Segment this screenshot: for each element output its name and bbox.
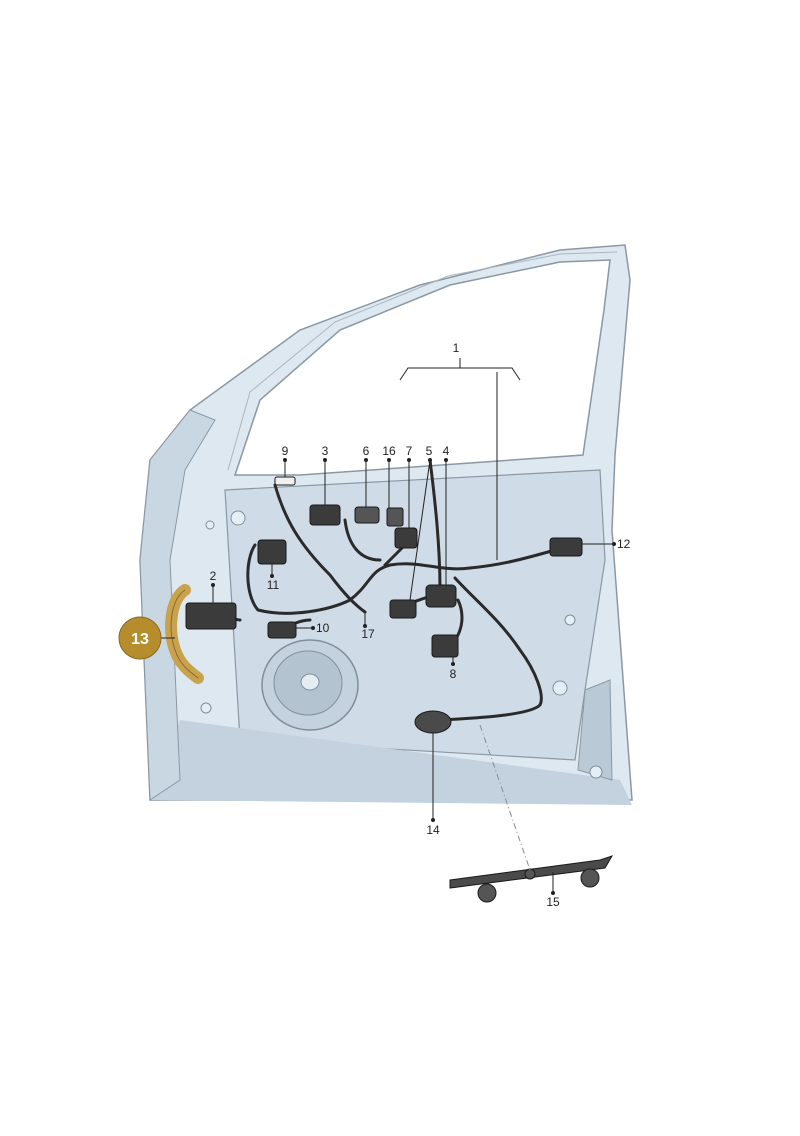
connector-16 (386, 507, 404, 527)
door-rear-recess (577, 679, 613, 781)
callout-10: 10 (316, 621, 330, 635)
leader-lines (158, 358, 614, 893)
part-13-badge: 13 (118, 616, 162, 660)
part-13-outline (170, 589, 199, 679)
callout-3: 3 (322, 444, 329, 458)
badge-13-label: 13 (131, 631, 149, 648)
window-frame-line (227, 251, 618, 471)
callout-1: 1 (453, 341, 460, 355)
grommet-14 (414, 710, 452, 734)
connector-9 (274, 476, 296, 486)
speaker (261, 639, 359, 731)
callout-6: 6 (363, 444, 370, 458)
part-15 (449, 855, 614, 903)
callout-7: 7 (406, 444, 413, 458)
connector-12 (549, 537, 583, 557)
callout-11: 11 (267, 578, 280, 592)
callout-15: 15 (546, 895, 560, 909)
callout-17: 17 (361, 627, 375, 641)
connector-2 (185, 602, 237, 630)
connector-7 (394, 527, 418, 549)
callout-14: 14 (426, 823, 440, 837)
leader-dots (211, 458, 616, 895)
callout-4: 4 (443, 444, 450, 458)
connector-8 (431, 634, 459, 658)
connector-11 (257, 539, 287, 565)
callout-5: 5 (426, 444, 433, 458)
connector-10 (267, 621, 297, 639)
connector-6 (354, 506, 380, 524)
connectors (185, 476, 583, 734)
connector-3 (309, 504, 341, 526)
mounting-holes (200, 510, 603, 779)
door-lower-shade (150, 720, 632, 805)
callout-12: 12 (617, 537, 631, 551)
callout-16: 16 (382, 444, 396, 458)
connector-4 (425, 584, 457, 608)
callout-8: 8 (450, 667, 457, 681)
callout-9: 9 (282, 444, 289, 458)
callout-2: 2 (210, 569, 217, 583)
connector-5 (389, 599, 417, 619)
